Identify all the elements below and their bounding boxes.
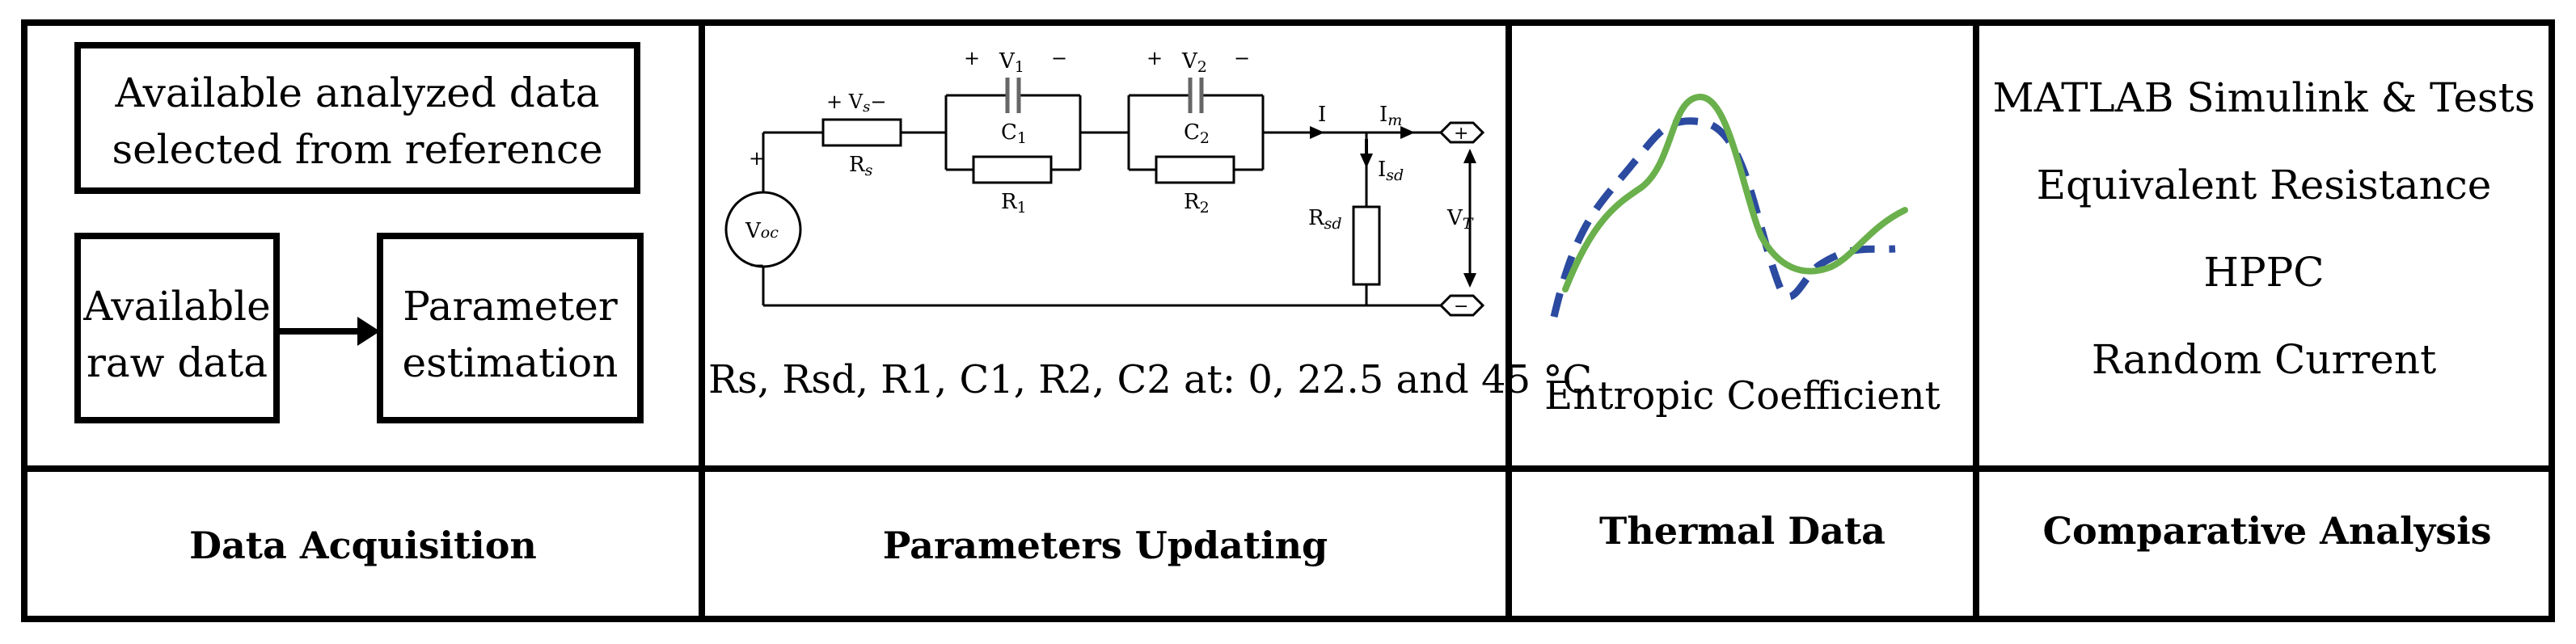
analyzed-data-box: Available analyzed data selected from re… <box>74 42 640 194</box>
raw-data-line2: raw data <box>86 339 268 386</box>
label-i: I <box>1318 103 1326 127</box>
label-im: Im <box>1379 103 1402 129</box>
label-rsd: Rsd <box>1308 206 1342 233</box>
footer-parameters-updating: Parameters Updating <box>882 524 1328 567</box>
label-term-minus: − <box>1454 297 1468 317</box>
footer-data-acquisition: Data Acquisition <box>189 524 537 567</box>
comparative-item-2: Equivalent Resistance <box>2036 162 2492 208</box>
analyzed-data-line2: selected from reference <box>112 126 603 173</box>
r2-resistor <box>1155 155 1235 184</box>
label-c1: C1 <box>1001 120 1027 147</box>
comparative-item-1: MATLAB Simulink & Tests <box>1992 74 2536 121</box>
r1-resistor <box>972 155 1053 184</box>
circuit-caption: Rs, Rsd, R1, C1, R2, C2 at: 0, 22.5 and … <box>708 357 1593 402</box>
equivalent-circuit: + − Voc + Vs− Rs + V1 − C1 R1 + V2 − C2 … <box>724 47 1485 317</box>
raw-data-line1: Available <box>83 283 271 330</box>
outer-frame <box>21 19 2555 622</box>
parameter-estimation-box: Parameter estimation <box>377 233 644 423</box>
col-divider-2 <box>1505 19 1512 622</box>
label-v1: V1 <box>999 49 1024 76</box>
raw-data-box: Available raw data <box>74 233 280 423</box>
rsd-resistor <box>1352 205 1381 286</box>
label-v2-plus: + <box>1147 47 1163 69</box>
label-v1-minus: − <box>1051 47 1067 69</box>
thermal-caption: Entropic Coefficient <box>1544 373 1940 419</box>
label-c2: C2 <box>1184 120 1210 147</box>
label-minus-left: − <box>749 254 765 276</box>
label-v2-minus: − <box>1234 47 1250 69</box>
label-term-plus: + <box>1454 124 1468 144</box>
solid-curve <box>1562 93 1908 293</box>
voc-source <box>724 191 802 268</box>
positive-terminal <box>1438 121 1485 144</box>
label-isd: Isd <box>1378 158 1404 184</box>
footer-thermal-data: Thermal Data <box>1599 509 1886 553</box>
label-v2: V2 <box>1181 49 1207 76</box>
parameter-estimation-line2: estimation <box>402 339 619 386</box>
comparative-item-3: HPPC <box>2203 249 2325 296</box>
rs-resistor <box>821 118 902 147</box>
analyzed-data-line1: Available analyzed data <box>115 69 600 116</box>
flow-arrow <box>280 317 380 346</box>
label-vt: VT <box>1446 206 1474 233</box>
comparative-item-4: Random Current <box>2091 336 2437 383</box>
negative-terminal <box>1438 294 1485 317</box>
parameter-estimation-line1: Parameter <box>403 283 618 330</box>
label-voc: Voc <box>745 219 779 243</box>
row-divider <box>21 465 2555 472</box>
footer-comparative-analysis: Comparative Analysis <box>2042 509 2492 553</box>
col-divider-3 <box>1973 19 1979 622</box>
label-r2: R2 <box>1184 190 1210 217</box>
label-plus-left: + <box>749 147 765 170</box>
entropic-coefficient-curves <box>1550 93 1908 318</box>
label-rs: Rs <box>849 153 873 179</box>
label-r1: R1 <box>1001 190 1027 217</box>
label-v1-plus: + <box>964 47 980 69</box>
label-vs: + Vs− <box>826 90 886 116</box>
col-divider-1 <box>699 19 705 622</box>
